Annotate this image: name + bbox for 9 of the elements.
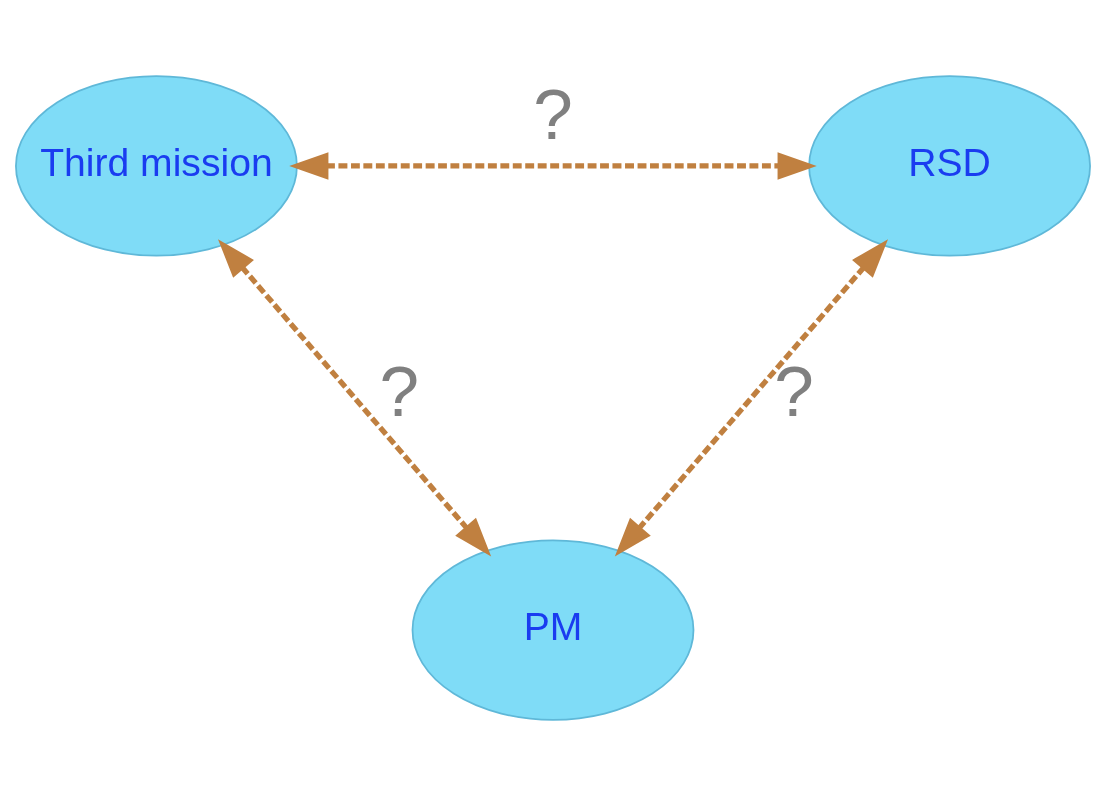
arrow xyxy=(614,238,889,556)
edge-label: ? xyxy=(774,351,814,431)
node-ellipse: Third mission xyxy=(15,74,298,257)
edge-label: ? xyxy=(533,74,573,154)
arrow xyxy=(217,238,492,556)
node-ellipse: PM xyxy=(411,538,695,721)
arrow xyxy=(289,151,817,180)
edge-label: ? xyxy=(379,351,419,431)
node-ellipse: RSD xyxy=(808,74,1091,257)
